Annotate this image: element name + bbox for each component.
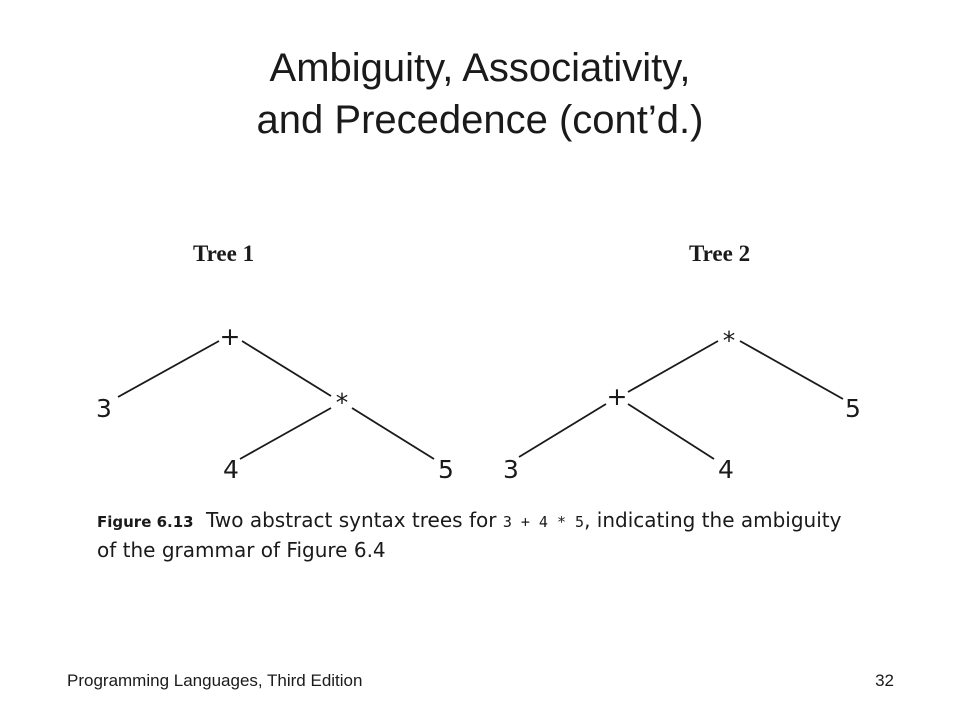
tree-1-edge-inner-left: [239, 407, 332, 460]
tree-1-inner-operator: *: [336, 388, 349, 417]
tree-1-left-leaf: 3: [96, 394, 112, 423]
tree-2-inner-left-leaf: 3: [503, 455, 519, 484]
tree-2-inner-operator: +: [607, 382, 628, 411]
slide-title-line-1: Ambiguity, Associativity,: [269, 46, 691, 90]
tree-2-root-node: *: [723, 326, 736, 355]
footer-book-title: Programming Languages, Third Edition: [67, 671, 363, 690]
figure-caption-text-after: , indicating the ambiguity of the gramma…: [97, 508, 842, 562]
tree-2-heading: Tree 2: [689, 241, 750, 266]
tree-1-heading: Tree 1: [193, 241, 254, 266]
tree-2-right-leaf: 5: [845, 394, 861, 423]
slide-title: Ambiguity, Associativity, and Precedence…: [0, 42, 960, 146]
figure-caption-code: 3 + 4 * 5: [502, 513, 585, 531]
figure-caption: Figure 6.13 Two abstract syntax trees fo…: [97, 506, 857, 564]
footer-page-number: 32: [875, 671, 894, 690]
tree-1-inner-left-leaf: 4: [223, 455, 239, 484]
figure-caption-text-before: Two abstract syntax trees for: [205, 508, 497, 532]
tree-1-root-node: +: [220, 322, 241, 351]
tree-2-edge-root-inner: [627, 340, 719, 393]
tree-2-edge-inner-left: [518, 403, 607, 458]
tree-1-edge-inner-right: [351, 407, 435, 460]
tree-2-edge-inner-right: [627, 403, 715, 460]
tree-1-edge-root-left: [117, 340, 220, 398]
tree-2-inner-right-leaf: 4: [718, 455, 734, 484]
tree-1: Tree 1 + 3 * 4 5: [96, 241, 454, 484]
tree-1-edge-root-inner: [241, 340, 332, 397]
figure-caption-label: Figure 6.13: [97, 513, 194, 531]
tree-2: Tree 2 * 5 + 3 4: [503, 241, 861, 484]
slide-title-line-2: and Precedence (cont’d.): [256, 98, 704, 142]
tree-1-inner-right-leaf: 5: [438, 455, 454, 484]
tree-2-edge-root-right: [739, 340, 844, 400]
